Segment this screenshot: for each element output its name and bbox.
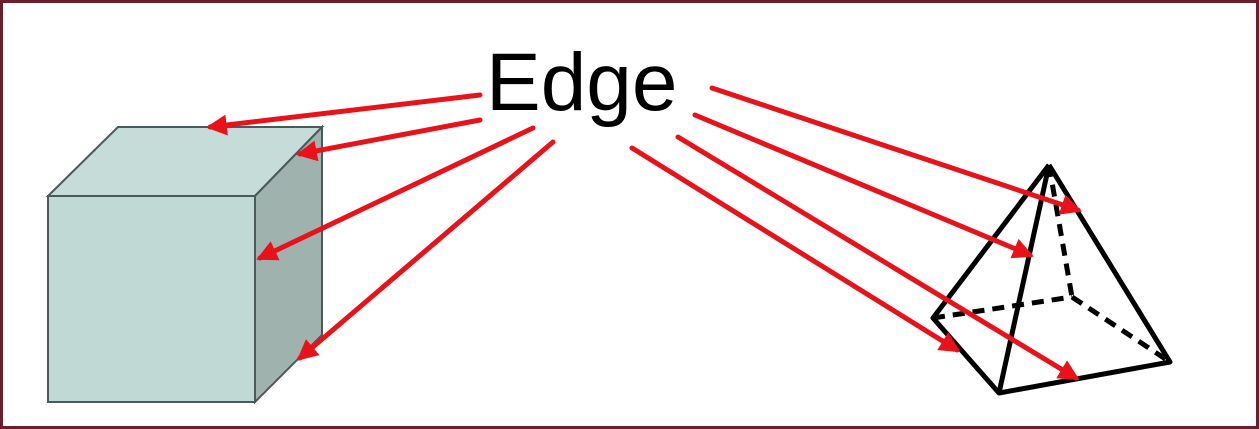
arrow-to-pyramid-bottom-edge [678, 137, 1076, 378]
pyramid-hidden-side-edge [1072, 297, 1170, 362]
arrow-to-cube-lower-edge [300, 142, 553, 358]
arrow-to-pyramid-left-edge [632, 148, 957, 350]
arrow-to-cube-corner-edge [300, 120, 480, 154]
arrow-to-cube-top-edge [210, 95, 480, 127]
pyramid-hidden-back-edge [933, 297, 1072, 318]
cube [48, 127, 322, 402]
edge-label: Edge [486, 37, 678, 128]
cube-front-face [48, 196, 255, 402]
